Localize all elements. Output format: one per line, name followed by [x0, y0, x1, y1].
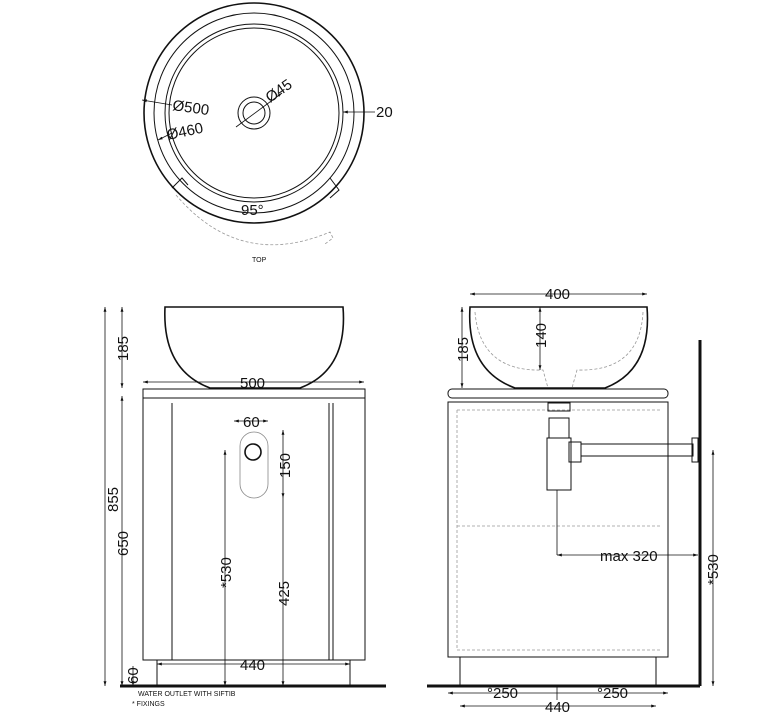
cabinet-side — [447, 401, 669, 658]
countertop-side — [447, 388, 669, 399]
svg-text:140: 140 — [533, 323, 550, 348]
side-view: 400 185 140 max 320 *530 °250 °250 440 — [427, 286, 722, 716]
basin-height-label: 185 — [115, 336, 132, 361]
svg-text:*530: *530 — [218, 557, 235, 588]
top-width-label: 500 — [240, 375, 265, 392]
cabinet-front — [142, 397, 366, 661]
total-height-label: 855 — [105, 487, 122, 512]
svg-text:20: 20 — [376, 104, 393, 121]
svg-text:60: 60 — [243, 414, 260, 431]
basin-front — [164, 306, 345, 389]
cabinet-height-label: 650 — [115, 531, 132, 556]
top-view: Ø500 Ø460 Ø45 20 95° TOP — [141, 2, 393, 264]
inner-diameter-label: Ø460 — [165, 120, 204, 144]
leg-height-label: 60 — [125, 667, 142, 684]
svg-text:95°: 95° — [241, 202, 264, 219]
bottle-trap — [546, 402, 699, 491]
rim-width-label: 20 — [376, 104, 393, 121]
svg-text:°250: °250 — [597, 685, 628, 702]
right-leg-label: °250 — [597, 685, 628, 702]
svg-text:855: 855 — [105, 487, 122, 512]
drain-hole — [237, 96, 271, 130]
side-basin-height-label: 185 — [455, 337, 472, 362]
svg-text:Ø500: Ø500 — [171, 97, 210, 119]
side-fixing-height-label: *530 — [705, 554, 722, 585]
side-leg-span-label: 440 — [545, 699, 570, 716]
basin-side — [468, 306, 649, 389]
front-view: 855 185 650 60 500 440 60 150 *530 425 W… — [103, 306, 386, 708]
leg-span-label: 440 — [240, 657, 265, 674]
svg-text:*530: *530 — [705, 554, 722, 585]
left-leg-label: °250 — [487, 685, 518, 702]
svg-text:max 320: max 320 — [600, 548, 658, 565]
svg-text:Ø45: Ø45 — [263, 76, 296, 106]
outlet-slot — [239, 431, 269, 499]
fixing-height-label: *530 — [218, 557, 235, 588]
svg-text:400: 400 — [545, 286, 570, 303]
svg-text:* FIXINGS: * FIXINGS — [132, 701, 165, 708]
svg-text:425: 425 — [276, 581, 293, 606]
note-fixings: * FIXINGS — [132, 701, 165, 708]
outlet-floor-label: 425 — [276, 581, 293, 606]
svg-text:Ø460: Ø460 — [165, 120, 204, 144]
svg-text:650: 650 — [115, 531, 132, 556]
svg-text:440: 440 — [545, 699, 570, 716]
angle-label: 95° — [241, 202, 264, 219]
svg-text:500: 500 — [240, 375, 265, 392]
svg-text:185: 185 — [455, 337, 472, 362]
svg-text:185: 185 — [115, 336, 132, 361]
svg-text:150: 150 — [277, 453, 294, 478]
outlet-height-label: 150 — [277, 453, 294, 478]
svg-text:TOP: TOP — [252, 257, 267, 264]
door-swing-arc — [175, 194, 334, 246]
svg-text:°250: °250 — [487, 685, 518, 702]
outlet-width-label: 60 — [243, 414, 260, 431]
svg-text:440: 440 — [240, 657, 265, 674]
svg-text:60: 60 — [125, 667, 142, 684]
drain-diameter-label: Ø45 — [263, 76, 296, 106]
note-water-outlet: WATER OUTLET WITH SIFTIB — [138, 691, 236, 698]
outer-diameter-label: Ø500 — [171, 97, 210, 119]
trap-reach-label: max 320 — [600, 548, 658, 565]
bowl-depth-label: 140 — [533, 323, 550, 348]
basin-depth-label: 400 — [545, 286, 570, 303]
svg-text:WATER OUTLET WITH SIFTIB: WATER OUTLET WITH SIFTIB — [138, 691, 236, 698]
top-view-label: TOP — [252, 257, 267, 264]
water-outlet — [244, 443, 262, 461]
